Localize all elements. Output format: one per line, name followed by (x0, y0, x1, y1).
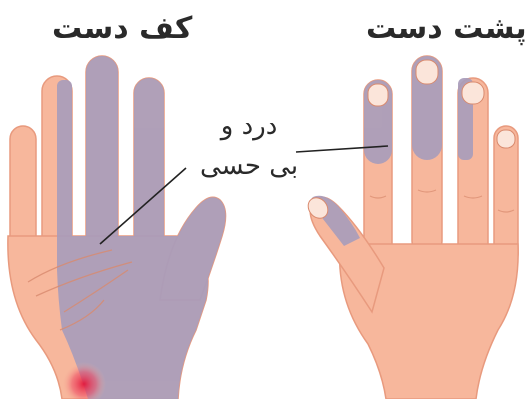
palm-hand (8, 56, 226, 399)
back-title: پشت دست (366, 14, 526, 44)
back-hand (304, 56, 518, 399)
symptom-label: درد و بی حسی (200, 106, 298, 187)
symptom-label-line1: درد و (200, 106, 298, 146)
symptom-label-line2: بی حسی (200, 146, 298, 186)
palm-title: کف دست (52, 14, 192, 44)
